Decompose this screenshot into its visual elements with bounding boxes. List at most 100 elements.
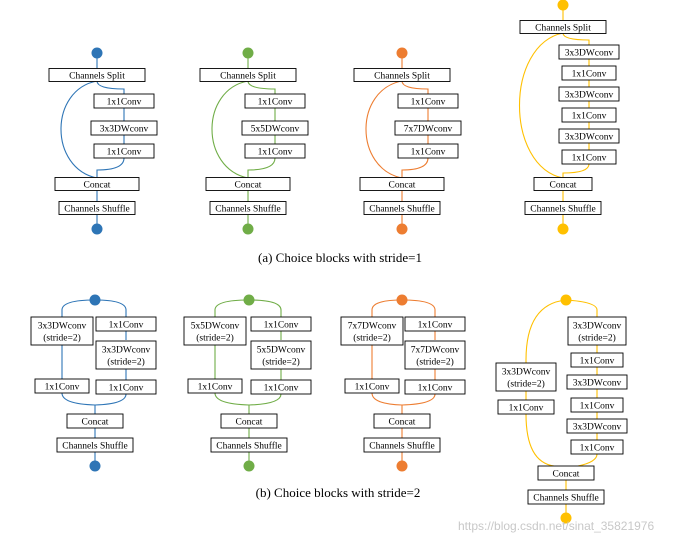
right-to-concat-line bbox=[577, 453, 598, 467]
channels-shuffle-box-label: Channels Shuffle bbox=[64, 203, 130, 214]
dwconv-box-label: 5x5DWconv bbox=[251, 124, 300, 134]
input-dot bbox=[91, 47, 103, 59]
conv-box-label: 1x1Conv bbox=[411, 147, 446, 157]
fork-line bbox=[565, 299, 598, 317]
dwconv-box bbox=[394, 120, 462, 136]
input-dot bbox=[242, 47, 254, 59]
input-dot bbox=[243, 294, 255, 306]
split-to-branch-line bbox=[401, 80, 429, 94]
left-dwconv-box-label: 7x7DWconv bbox=[348, 321, 397, 331]
channels-shuffle-box bbox=[210, 437, 288, 453]
left-to-concat-line bbox=[371, 392, 403, 414]
right-dwconv-box bbox=[566, 374, 628, 390]
conv-box-label: 1x1Conv bbox=[258, 147, 293, 157]
output-dot bbox=[396, 223, 408, 235]
dwconv-box-label: 7x7DWconv bbox=[404, 124, 453, 134]
caption-stride2: (b) Choice blocks with stride=2 bbox=[256, 485, 421, 500]
concat-box-label: Concat bbox=[235, 180, 262, 190]
left-conv-box bbox=[187, 378, 243, 394]
skip-connection-line bbox=[518, 32, 564, 179]
channels-shuffle-box bbox=[58, 201, 136, 215]
concat-box-label: Concat bbox=[389, 417, 416, 427]
conv-box bbox=[561, 107, 617, 123]
right-conv-box bbox=[404, 379, 466, 395]
channels-shuffle-box bbox=[56, 437, 134, 453]
left-dwconv-box bbox=[183, 316, 247, 346]
conv-box bbox=[561, 65, 617, 81]
channels-split-box bbox=[199, 68, 297, 82]
right-dwconv-box-label: 5x5DWconv bbox=[257, 345, 306, 355]
left-conv-box-label: 1x1Conv bbox=[198, 382, 233, 392]
conv-box-label: 1x1Conv bbox=[411, 97, 446, 107]
split-to-branch-line bbox=[96, 80, 125, 94]
concat-box-label: Concat bbox=[82, 417, 109, 427]
fork-line bbox=[525, 299, 567, 363]
branch-to-concat-line bbox=[247, 157, 276, 178]
left-conv-box bbox=[344, 378, 400, 394]
dwconv-box bbox=[558, 86, 620, 102]
skip-connection-line bbox=[60, 80, 98, 179]
left-to-concat-line bbox=[525, 413, 555, 467]
output-dot bbox=[243, 460, 255, 472]
output-dot bbox=[396, 460, 408, 472]
conv-box bbox=[561, 149, 617, 165]
right-dwconv-box bbox=[250, 340, 312, 370]
left-dwconv-box-label: (stride=2) bbox=[507, 378, 545, 389]
output-dot bbox=[89, 460, 101, 472]
channels-shuffle-box-label: Channels Shuffle bbox=[369, 440, 435, 451]
channels-split-box-label: Channels Split bbox=[220, 71, 276, 81]
right-conv-box bbox=[570, 352, 624, 368]
channels-shuffle-box bbox=[363, 437, 441, 453]
dwconv-box bbox=[90, 120, 158, 136]
channels-split-box-label: Channels Split bbox=[374, 71, 430, 81]
concat-box bbox=[205, 177, 291, 191]
left-conv-box-label: 1x1Conv bbox=[509, 403, 544, 413]
left-dwconv-box bbox=[495, 362, 557, 392]
conv-box bbox=[244, 93, 306, 109]
right-to-concat-line bbox=[248, 393, 282, 406]
right-conv-box-label: 1x1Conv bbox=[418, 320, 453, 330]
concat-box bbox=[359, 177, 445, 191]
skip-connection-line bbox=[211, 80, 249, 179]
left-dwconv-box bbox=[340, 316, 404, 346]
right-conv-box-label: 1x1Conv bbox=[109, 383, 144, 393]
left-dwconv-box bbox=[30, 316, 94, 346]
right-conv-box-label: 1x1Conv bbox=[580, 356, 615, 366]
block-dots bbox=[89, 0, 572, 524]
left-dwconv-box-label: (stride=2) bbox=[43, 332, 81, 343]
block-boxes: Channels Split1x1Conv3x3DWconv1x1ConvCon… bbox=[30, 20, 628, 505]
output-dot bbox=[560, 512, 572, 524]
conv-box-label: 1x1Conv bbox=[572, 153, 607, 163]
concat-box-label: Concat bbox=[550, 180, 577, 190]
channels-split-box-label: Channels Split bbox=[535, 23, 591, 33]
conv-box bbox=[397, 93, 459, 109]
right-conv-box bbox=[404, 316, 466, 332]
channels-shuffle-box-label: Channels Shuffle bbox=[530, 203, 596, 214]
right-dwconv-box-label: 3x3DWconv bbox=[102, 345, 151, 355]
channels-shuffle-box bbox=[524, 201, 602, 215]
output-dot bbox=[91, 223, 103, 235]
channels-shuffle-box-label: Channels Shuffle bbox=[216, 440, 282, 451]
concat-box bbox=[66, 413, 124, 429]
conv-box bbox=[397, 143, 459, 159]
watermark: https://blog.csdn.net/sinat_35821976 bbox=[458, 519, 654, 533]
right-conv-box-label: 1x1Conv bbox=[264, 320, 299, 330]
branch-to-concat-line bbox=[96, 157, 125, 178]
split-to-branch-line bbox=[562, 32, 590, 45]
channels-split-box bbox=[519, 20, 607, 34]
right-dwconv-box-label: (stride=2) bbox=[262, 356, 300, 367]
dwconv-box-label: 3x3DWconv bbox=[565, 48, 614, 58]
channels-shuffle-box-label: Channels Shuffle bbox=[533, 492, 599, 503]
right-conv-box bbox=[95, 316, 157, 332]
right-dwconv-box-label: (stride=2) bbox=[578, 332, 616, 343]
right-conv-box-label: 1x1Conv bbox=[264, 383, 299, 393]
conv-box-label: 1x1Conv bbox=[572, 111, 607, 121]
skip-connection-line bbox=[365, 80, 403, 179]
right-dwconv-box-label: (stride=2) bbox=[107, 356, 145, 367]
right-conv-box bbox=[570, 439, 624, 455]
right-dwconv-box-label: (stride=2) bbox=[416, 356, 454, 367]
right-to-concat-line bbox=[94, 393, 127, 406]
right-dwconv-box-label: 7x7DWconv bbox=[411, 345, 460, 355]
channels-shuffle-box-label: Channels Shuffle bbox=[215, 203, 281, 214]
output-dot bbox=[242, 223, 254, 235]
